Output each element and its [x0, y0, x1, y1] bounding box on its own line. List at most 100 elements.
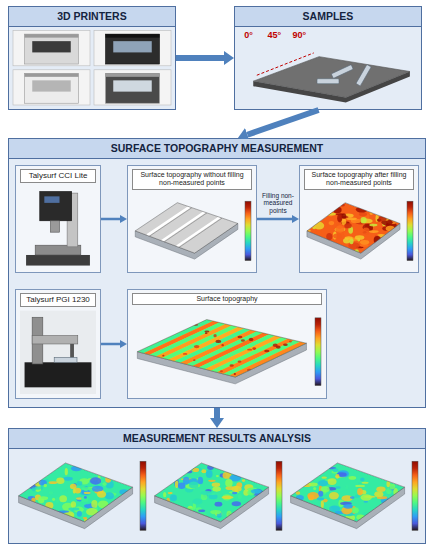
illustration-rect [106, 34, 160, 38]
illustration-ellipse [31, 497, 35, 502]
illustration-ellipse [187, 506, 193, 514]
illustration-path [164, 213, 207, 242]
illustration-ellipse [249, 338, 254, 341]
illustration-ellipse [317, 498, 324, 501]
illustration-ellipse [375, 235, 379, 238]
illustration-ellipse [228, 513, 231, 516]
illustration-path [19, 463, 133, 522]
illustration-ellipse [32, 487, 36, 491]
illustration-ellipse [220, 473, 226, 477]
illustration-ellipse [369, 211, 373, 215]
illustration-ellipse [329, 221, 335, 225]
illustration-ellipse [193, 359, 195, 361]
illustration-ellipse [247, 490, 255, 496]
flow-arrow [214, 408, 220, 418]
illustration-ellipse [70, 484, 77, 489]
illustration-ellipse [283, 344, 288, 347]
illustration-rect [94, 70, 171, 105]
illustration-rect [26, 255, 90, 266]
illustration-ellipse [333, 207, 341, 213]
illustration-ellipse [38, 499, 44, 504]
illustration-ellipse [193, 324, 198, 326]
illustration-ellipse [106, 481, 114, 489]
illustration-ellipse [222, 496, 234, 500]
illustration-ellipse [386, 481, 390, 487]
illustration-ellipse [247, 487, 259, 493]
illustration-ellipse [307, 492, 319, 499]
illustration-ellipse [241, 339, 245, 341]
illustration-ellipse [388, 490, 397, 498]
illustration-ellipse [87, 487, 96, 489]
illustration-ellipse [109, 492, 117, 495]
illustration-rect [106, 34, 160, 64]
illustration-ellipse [376, 493, 379, 496]
illustration-path [253, 57, 410, 98]
illustration-ellipse [84, 492, 91, 494]
illustration-path [155, 463, 269, 522]
illustration-ellipse [74, 507, 84, 513]
illustration-ellipse [363, 224, 373, 231]
illustration-ellipse [341, 507, 352, 515]
illustration-ellipse [244, 484, 253, 490]
illustration-ellipse [90, 477, 101, 485]
illustration-ellipse [92, 486, 103, 492]
step-box: Talysurf PGI 1230 [15, 289, 101, 399]
illustration-ellipse [56, 478, 64, 485]
illustration-ellipse [323, 499, 328, 503]
surface-plot [291, 461, 418, 530]
illustration-ellipse [276, 345, 281, 348]
illustration-ellipse [355, 494, 360, 498]
illustration-path [253, 72, 410, 103]
flow-arrow [176, 55, 224, 61]
illustration-rect [317, 79, 339, 84]
illustration-ellipse [28, 484, 38, 489]
angle-label: 45° [267, 31, 281, 41]
illustration-rect [13, 70, 90, 105]
illustration-ellipse [312, 227, 316, 230]
illustration-ellipse [337, 470, 349, 477]
illustration-ellipse [166, 498, 169, 504]
illustration-path [137, 320, 213, 354]
illustration-ellipse [234, 486, 238, 492]
illustration-ellipse [344, 223, 351, 228]
illustration-ellipse [329, 505, 340, 512]
illustration-ellipse [321, 477, 327, 479]
illustration-rect [67, 193, 78, 247]
illustration-ellipse [232, 501, 241, 506]
illustration-rect [113, 41, 152, 52]
illustration-ellipse [335, 228, 346, 232]
section-panel: SAMPLES [234, 6, 422, 110]
illustration-ellipse [247, 369, 252, 371]
illustration-ellipse [313, 487, 316, 490]
illustration-ellipse [201, 493, 207, 500]
illustration-rect [140, 461, 146, 530]
illustration-rect [106, 73, 160, 77]
illustration-path [137, 343, 306, 384]
illustration-ellipse [308, 494, 314, 500]
illustration-ellipse [360, 240, 369, 245]
cci-picture [26, 191, 90, 265]
illustration-ellipse [356, 246, 363, 248]
illustration-ellipse [175, 481, 179, 488]
illustration-rect [20, 311, 96, 394]
illustration-ellipse [59, 495, 67, 502]
illustration-ellipse [65, 468, 68, 475]
illustration-ellipse [207, 465, 214, 470]
step-box: Surface topography after filling non-mea… [299, 165, 419, 273]
illustration-ellipse [386, 218, 398, 225]
illustration-rect [245, 201, 251, 260]
illustration-rect [40, 191, 72, 220]
illustration-rect [412, 461, 418, 530]
illustration-ellipse [191, 467, 202, 472]
illustration-ellipse [352, 507, 359, 513]
illustration-path [180, 330, 256, 364]
step-box: Surface topography without filling non-m… [127, 165, 257, 273]
illustration-ellipse [77, 481, 83, 486]
illustration-ellipse [296, 495, 304, 501]
hot-picture [304, 201, 413, 260]
illustration-ellipse [69, 513, 73, 519]
illustration-ellipse [205, 332, 208, 334]
illustration-ellipse [386, 488, 392, 494]
